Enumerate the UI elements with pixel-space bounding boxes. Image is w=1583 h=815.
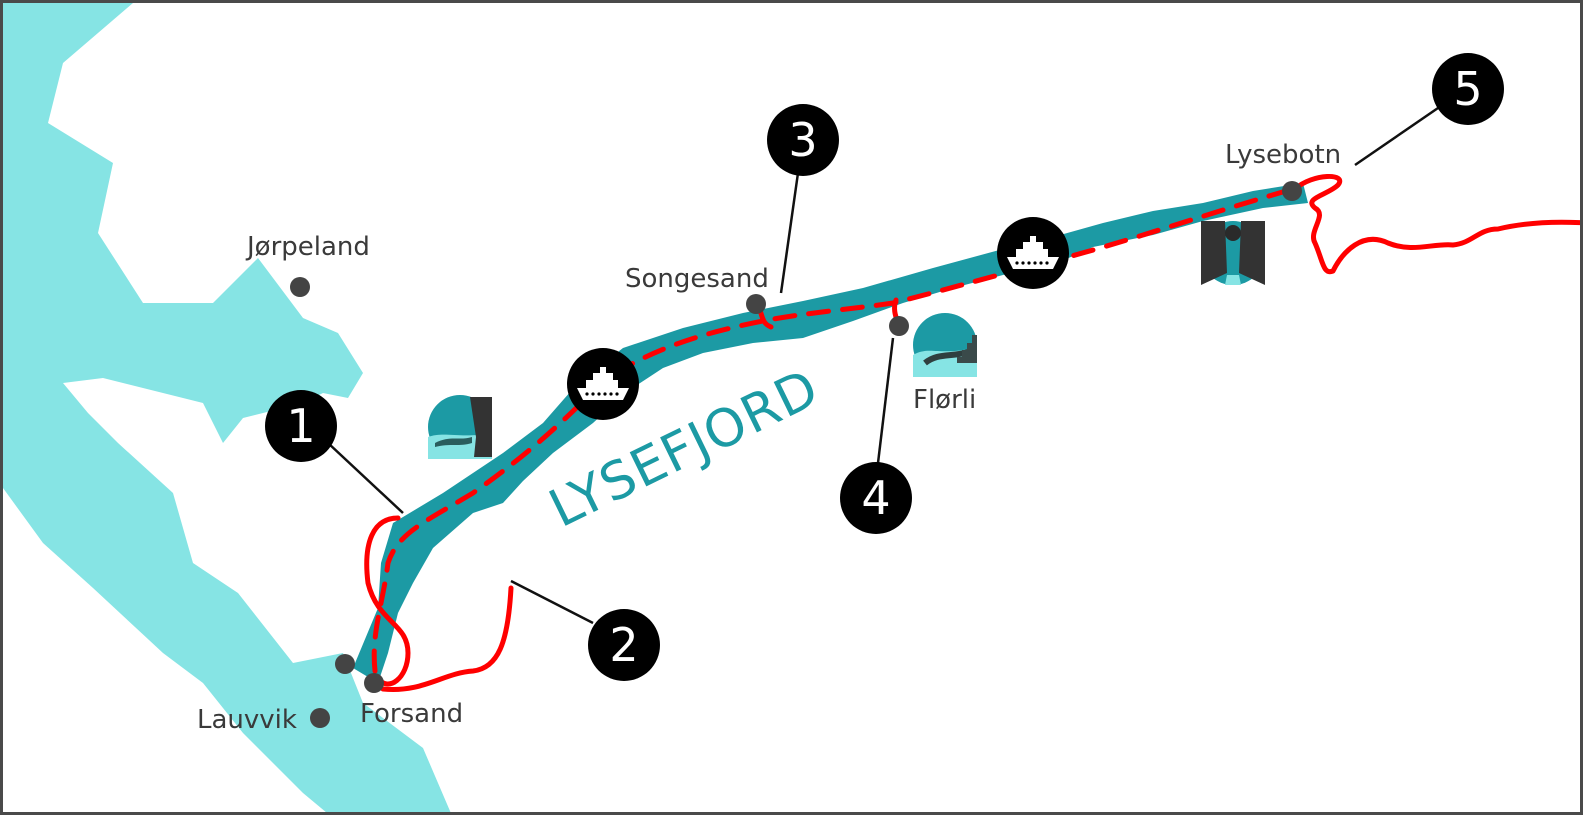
marker-1-circle	[265, 390, 337, 462]
place-label-jorpeland: Jørpeland	[245, 232, 370, 262]
marker-5[interactable]: 5	[1432, 53, 1504, 125]
marker-4-circle	[840, 462, 912, 534]
marker-5-circle	[1432, 53, 1504, 125]
sea-area	[3, 3, 451, 812]
stairs-icon	[913, 313, 977, 377]
place-dot-songesand	[746, 294, 766, 314]
lysefjord-map: LYSEFJORD Jørpeland Songesand Flørli Lys…	[3, 3, 1580, 812]
marker-4[interactable]: 4	[840, 462, 912, 534]
marker-3-number: 3	[788, 113, 817, 167]
place-dot-jorpeland	[290, 277, 310, 297]
route-solid-east	[1292, 173, 1580, 275]
place-dot-forsand	[364, 673, 384, 693]
place-dot-forsand-north	[335, 654, 355, 674]
leader-line-3	[779, 172, 800, 294]
place-label-florli: Flørli	[913, 385, 976, 415]
marker-4-number: 4	[861, 471, 890, 525]
leader-line-1	[327, 442, 404, 514]
marker-1-number: 1	[286, 399, 315, 453]
marker-2-circle	[588, 609, 660, 681]
ferry-icon	[567, 348, 639, 420]
lysefjord-water	[353, 183, 1308, 683]
marker-2[interactable]: 2	[588, 609, 660, 681]
leader-line-4	[876, 337, 895, 464]
marker-5-number: 5	[1453, 62, 1482, 116]
place-dot-lysebotn	[1282, 181, 1302, 201]
marker-1[interactable]: 1	[265, 390, 337, 462]
place-label-songesand: Songesand	[625, 264, 769, 294]
leader-line-5	[1354, 106, 1439, 167]
place-dot-lauvvik	[310, 708, 330, 728]
kjeragbolten-icon	[1201, 221, 1265, 285]
place-label-lysebotn: Lysebotn	[1225, 140, 1341, 170]
ferry-icon	[997, 217, 1069, 289]
place-label-forsand: Forsand	[360, 699, 463, 729]
route-solid-west	[364, 515, 411, 687]
place-dot-florli	[889, 316, 909, 336]
place-label-lauvvik: Lauvvik	[197, 705, 297, 735]
marker-3-circle	[767, 104, 839, 176]
pulpit-rock-icon	[428, 395, 492, 459]
marker-2-number: 2	[609, 618, 638, 672]
leader-line-2	[510, 579, 594, 625]
marker-3[interactable]: 3	[767, 104, 839, 176]
route-solid-forsand	[380, 585, 514, 693]
